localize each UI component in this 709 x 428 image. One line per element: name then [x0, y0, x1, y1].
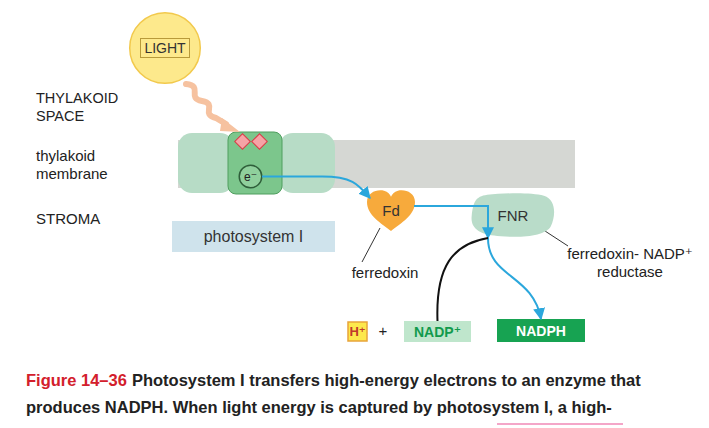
circle-fill — [239, 165, 262, 188]
light-source-circle: LIGHT — [129, 12, 201, 84]
region-label: STROMA — [36, 210, 146, 228]
pigment-symbol — [235, 134, 251, 150]
region-label: THYLAKOID SPACE — [36, 89, 146, 125]
blob-fill — [472, 193, 555, 237]
nadph-box: NADPH — [497, 319, 585, 342]
node-text: H⁺ — [349, 324, 365, 339]
flow-connector — [414, 206, 488, 238]
node-text: Fd — [382, 202, 400, 219]
node-text: e⁻ — [244, 170, 257, 184]
photosystem-core — [228, 132, 282, 194]
node-text: photosystem I — [204, 228, 304, 246]
part-name: ferredoxin — [330, 264, 440, 282]
rect-fill — [172, 221, 335, 252]
electron-circle: e⁻ — [239, 165, 262, 188]
node-text: FNR — [498, 207, 529, 224]
photosystem-subunit — [279, 133, 335, 193]
plus-sign: + — [373, 322, 393, 340]
leader-line — [545, 231, 568, 246]
proton-box: H⁺ — [348, 322, 367, 341]
pigment-symbol — [252, 134, 268, 150]
flow-connector — [262, 177, 370, 199]
caption-block: Figure 14–36Photosystem I transfers high… — [26, 367, 709, 421]
spellcheck-underline — [497, 423, 623, 425]
heart-fill — [367, 190, 415, 231]
rect-fill — [348, 322, 367, 341]
node-text: LIGHT — [140, 38, 189, 58]
photosystem-subunit — [178, 133, 234, 193]
enzyme-blob: FNR — [470, 193, 556, 238]
ferredoxin-shape: Fd — [366, 188, 416, 232]
leader-line — [362, 228, 380, 262]
rect-fill — [497, 319, 585, 342]
node-text: NADP⁺ — [414, 324, 461, 340]
flow-connector — [488, 238, 541, 319]
flow-connector — [437, 238, 488, 321]
region-label: thylakoid membrane — [36, 147, 146, 183]
part-name: ferredoxin- NADP⁺ reductase — [560, 245, 700, 281]
node-text: NADPH — [516, 323, 566, 339]
photosystem-label-box: photosystem I — [172, 221, 335, 252]
circle-fill — [130, 13, 201, 84]
light-arrowhead — [220, 118, 240, 132]
figure-number: Figure 14–36 — [26, 371, 127, 389]
rect-fill — [404, 321, 471, 342]
nadp-box: NADP⁺ — [404, 321, 471, 342]
light-wave — [186, 84, 226, 124]
